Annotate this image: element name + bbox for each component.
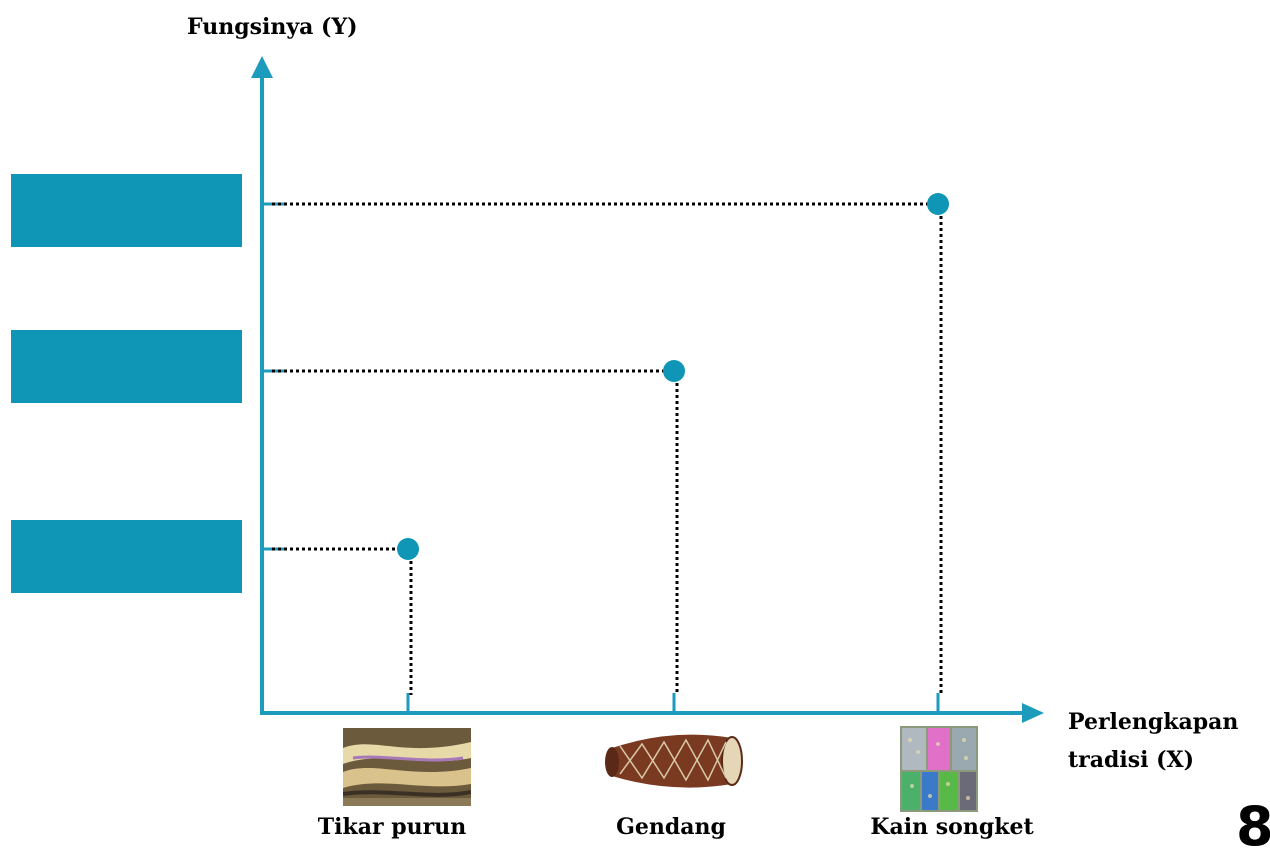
page-number: 8 <box>1236 795 1270 858</box>
data-point-1 <box>663 360 685 382</box>
x-axis-label: Perlengkapan tradisi (X) <box>1068 703 1248 779</box>
x-axis-arrow <box>1022 703 1044 723</box>
y-category-box-middle <box>11 330 242 403</box>
data-point-0 <box>397 538 419 560</box>
x-tick-label-kain-songket: Kain songket <box>870 814 1034 840</box>
y-axis-arrow <box>251 56 273 78</box>
woven-mat-picture <box>343 728 471 806</box>
songket-cloth-picture <box>900 726 978 812</box>
x-axis-label-text: Perlengkapan tradisi (X) <box>1068 709 1239 773</box>
data-point-2 <box>927 193 949 215</box>
x-tick-label-gendang: Gendang <box>616 814 726 840</box>
x-tick-label-tikar-purun: Tikar purun <box>317 814 467 840</box>
y-category-box-top <box>11 174 242 247</box>
drum-picture <box>605 734 743 788</box>
y-axis-label: Fungsinya (Y) <box>187 14 358 40</box>
y-category-box-bottom <box>11 520 242 593</box>
